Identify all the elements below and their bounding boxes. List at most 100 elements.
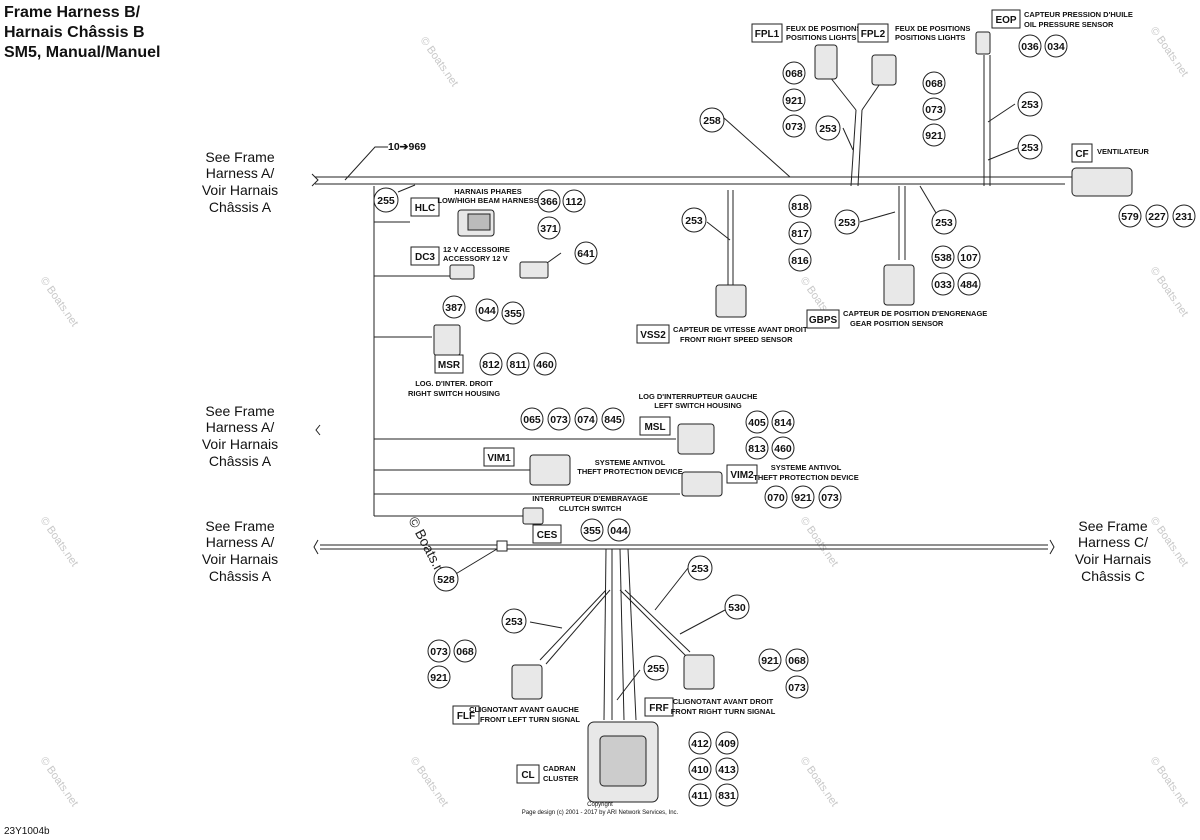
svg-text:CF: CF [1075, 149, 1088, 160]
svg-text:068: 068 [785, 68, 803, 80]
watermark: © Boats.net [1148, 755, 1191, 809]
svg-text:255: 255 [647, 663, 665, 675]
svg-text:See Frame: See Frame [1078, 518, 1147, 534]
connector-vim1: 065 073 074 845 VIM1 SYSTEME ANTIVOL THE… [483, 407, 683, 476]
svg-text:073: 073 [430, 646, 448, 658]
svg-text:CAPTEUR PRESSION D'HUILE: CAPTEUR PRESSION D'HUILE [1024, 10, 1133, 19]
watermark: © Boats.net [798, 755, 841, 809]
wire-reference-circles [373, 91, 1043, 681]
harness-wires [311, 55, 1075, 721]
svg-text:413: 413 [718, 764, 736, 776]
svg-text:CAPTEUR DE POSITION D'ENGRENAG: CAPTEUR DE POSITION D'ENGRENAGE [843, 309, 987, 318]
svg-text:FLF: FLF [457, 711, 475, 722]
svg-text:EOP: EOP [995, 15, 1016, 26]
svg-text:073: 073 [788, 682, 806, 694]
svg-text:033: 033 [934, 279, 952, 291]
svg-text:VENTILATEUR: VENTILATEUR [1097, 147, 1150, 156]
title-line-2: Harnais Châssis B [4, 24, 145, 41]
svg-text:Voir Harnais: Voir Harnais [202, 551, 278, 567]
svg-text:Harness C/: Harness C/ [1078, 534, 1148, 550]
svg-text:FRONT RIGHT TURN SIGNAL: FRONT RIGHT TURN SIGNAL [671, 707, 776, 716]
svg-text:371: 371 [540, 223, 558, 235]
see-harness-c: See Frame Harness C/ Voir Harnais Châssi… [1075, 518, 1151, 584]
svg-text:253: 253 [685, 215, 703, 227]
svg-text:LOG D'INTERRUPTEUR GAUCHE: LOG D'INTERRUPTEUR GAUCHE [639, 392, 758, 401]
svg-text:366: 366 [540, 196, 558, 208]
svg-text:THEFT PROTECTION DEVICE: THEFT PROTECTION DEVICE [577, 467, 682, 476]
svg-text:12 V ACCESSOIRE: 12 V ACCESSOIRE [443, 245, 510, 254]
svg-text:410: 410 [691, 764, 709, 776]
svg-text:231: 231 [1175, 211, 1193, 223]
svg-text:817: 817 [791, 228, 809, 240]
title-line-1: Frame Harness B/ [4, 4, 141, 21]
svg-text:CLIGNOTANT AVANT GAUCHE: CLIGNOTANT AVANT GAUCHE [469, 705, 579, 714]
svg-text:CES: CES [537, 530, 558, 541]
svg-text:073: 073 [550, 414, 568, 426]
svg-text:FRONT LEFT TURN SIGNAL: FRONT LEFT TURN SIGNAL [480, 715, 580, 724]
svg-text:GEAR POSITION SENSOR: GEAR POSITION SENSOR [850, 319, 944, 328]
watermark: © Boats.net [1148, 515, 1191, 569]
svg-text:068: 068 [456, 646, 474, 658]
connector-cl: 412 409 410 413 411 831 CL CADRAN CLUSTE… [516, 731, 739, 807]
svg-text:FPL2: FPL2 [861, 29, 886, 40]
svg-text:814: 814 [774, 417, 792, 429]
copyright-word: Copyright [587, 802, 613, 808]
svg-text:068: 068 [788, 655, 806, 667]
svg-text:107: 107 [960, 252, 978, 264]
svg-text:034: 034 [1047, 41, 1065, 53]
svg-text:528: 528 [437, 574, 455, 586]
svg-text:Harness A/: Harness A/ [206, 534, 275, 550]
connector-eop: EOP CAPTEUR PRESSION D'HUILE OIL PRESSUR… [991, 9, 1133, 58]
svg-text:INTERRUPTEUR D'EMBRAYAGE: INTERRUPTEUR D'EMBRAYAGE [532, 494, 647, 503]
svg-text:070: 070 [767, 492, 785, 504]
svg-text:530: 530 [728, 602, 746, 614]
svg-text:831: 831 [718, 790, 736, 802]
svg-text:FEUX DE POSITIONS: FEUX DE POSITIONS [786, 24, 861, 33]
svg-text:811: 811 [510, 359, 527, 371]
connector-hlc: HLC HARNAIS PHARES LOW/HIGH BEAM HARNESS… [410, 187, 586, 240]
title-line-3: SM5, Manual/Manuel [4, 44, 160, 61]
svg-text:See Frame: See Frame [205, 518, 274, 534]
svg-text:Harness A/: Harness A/ [206, 419, 275, 435]
svg-text:253: 253 [1021, 142, 1039, 154]
svg-text:VIM2: VIM2 [730, 470, 754, 481]
svg-text:845: 845 [604, 414, 622, 426]
svg-text:LOG. D'INTER. DROIT: LOG. D'INTER. DROIT [415, 379, 493, 388]
svg-text:Harness A/: Harness A/ [206, 165, 275, 181]
svg-text:FEUX DE POSITIONS: FEUX DE POSITIONS [895, 24, 970, 33]
svg-text:SYSTEME ANTIVOL: SYSTEME ANTIVOL [595, 458, 666, 467]
svg-text:ACCESSORY 12 V: ACCESSORY 12 V [443, 254, 508, 263]
svg-text:065: 065 [523, 414, 541, 426]
svg-text:Voir Harnais: Voir Harnais [1075, 551, 1151, 567]
wire-reference-labels: 255 258 253 253 253 253 253 253 528 253 … [377, 99, 1039, 675]
connector-dc3: DC3 12 V ACCESSOIRE ACCESSORY 12 V 641 3… [410, 241, 598, 325]
svg-text:818: 818 [791, 201, 809, 213]
svg-text:921: 921 [785, 95, 803, 107]
svg-text:Châssis A: Châssis A [209, 199, 272, 215]
svg-text:CLIGNOTANT AVANT DROIT: CLIGNOTANT AVANT DROIT [673, 697, 774, 706]
svg-text:CLUSTER: CLUSTER [543, 774, 579, 783]
svg-text:SYSTEME ANTIVOL: SYSTEME ANTIVOL [771, 463, 842, 472]
watermark: © Boats.net [38, 755, 81, 809]
connector-fpl1: FPL1 FEUX DE POSITIONS POSITIONS LIGHTS … [751, 23, 861, 138]
svg-text:074: 074 [577, 414, 595, 426]
connector-vim2: VIM2 SYSTEME ANTIVOL THEFT PROTECTION DE… [726, 463, 859, 509]
svg-text:HARNAIS PHARES: HARNAIS PHARES [454, 187, 522, 196]
svg-text:816: 816 [791, 255, 809, 267]
see-harness-a-2: See Frame Harness A/ Voir Harnais Châssi… [202, 403, 278, 469]
svg-text:411: 411 [692, 790, 709, 802]
svg-text:355: 355 [504, 308, 522, 320]
see-harness-a-3: See Frame Harness A/ Voir Harnais Châssi… [202, 518, 278, 584]
svg-text:044: 044 [478, 305, 496, 317]
svg-text:HLC: HLC [415, 203, 436, 214]
svg-text:See Frame: See Frame [205, 403, 274, 419]
svg-text:LOW/HIGH BEAM HARNESS: LOW/HIGH BEAM HARNESS [437, 196, 538, 205]
connector-fpl2: FPL2 FEUX DE POSITIONS POSITIONS LIGHTS … [857, 23, 970, 147]
watermark: © Boats.net [1148, 265, 1191, 319]
watermark: © Boats.net [408, 755, 451, 809]
watermark: © Boats.net [38, 275, 81, 329]
svg-text:CAPTEUR DE VITESSE AVANT DROIT: CAPTEUR DE VITESSE AVANT DROIT [673, 325, 808, 334]
watermark: © Boats.net [418, 35, 461, 89]
svg-text:253: 253 [1021, 99, 1039, 111]
